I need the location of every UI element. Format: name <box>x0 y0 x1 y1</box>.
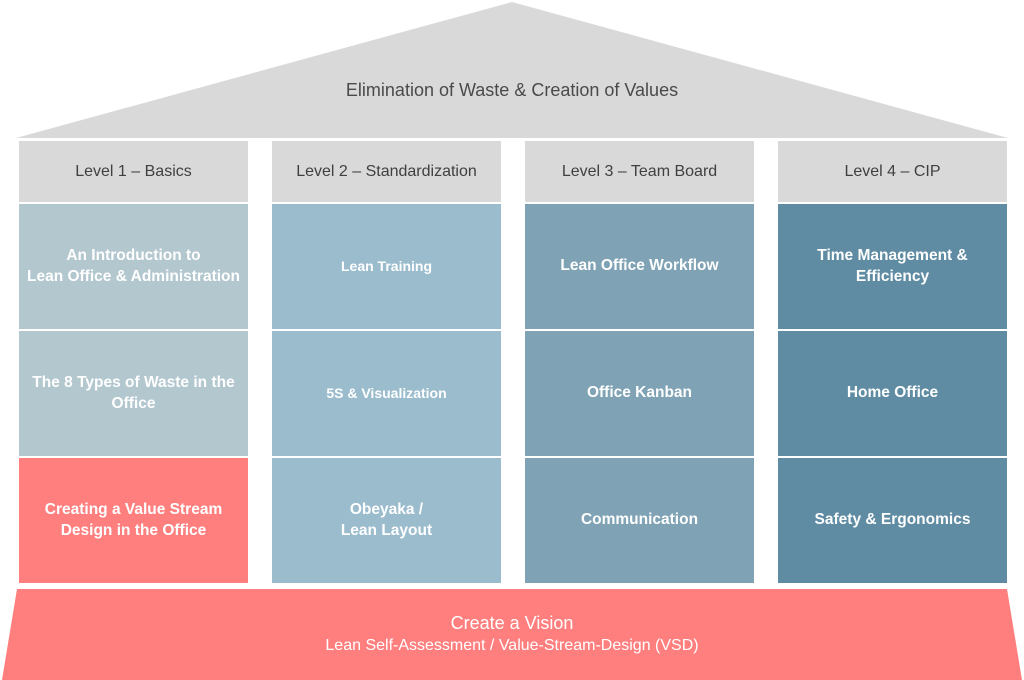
roof-shape <box>16 2 1008 138</box>
pillar-header: Level 4 – CIP <box>778 141 1007 202</box>
block-intro-lean-office: An Introduction to Lean Office & Adminis… <box>19 204 248 329</box>
roof <box>16 2 1008 138</box>
pillar-level-2: Level 2 – Standardization Lean Training … <box>272 141 501 583</box>
block-office-kanban: Office Kanban <box>525 331 754 456</box>
block-8-types-of-waste: The 8 Types of Waste in the Office <box>19 331 248 456</box>
pillar-level-4: Level 4 – CIP Time Management & Efficien… <box>778 141 1007 583</box>
foundation-title: Create a Vision <box>450 613 574 633</box>
block-time-management: Time Management & Efficiency <box>778 204 1007 329</box>
foundation-subtitle: Lean Self-Assessment / Value-Stream-Desi… <box>325 637 699 654</box>
block-lean-office-workflow: Lean Office Workflow <box>525 204 754 329</box>
roof-title: Elimination of Waste & Creation of Value… <box>345 80 679 100</box>
pillar-level-1: Level 1 – Basics An Introduction to Lean… <box>19 141 248 583</box>
pillar-header: Level 1 – Basics <box>19 141 248 202</box>
foundation-shape <box>2 589 1022 680</box>
pillar-header: Level 3 – Team Board <box>525 141 754 202</box>
block-obeyaka-lean-layout: Obeyaka / Lean Layout <box>272 458 501 583</box>
block-value-stream-design: Creating a Value Stream Design in the Of… <box>19 458 248 583</box>
block-5s-visualization: 5S & Visualization <box>272 331 501 456</box>
block-safety-ergonomics: Safety & Ergonomics <box>778 458 1007 583</box>
foundation: Create a Vision Lean Self-Assessment / V… <box>0 589 1024 680</box>
pillar-header: Level 2 – Standardization <box>272 141 501 202</box>
block-communication: Communication <box>525 458 754 583</box>
block-home-office: Home Office <box>778 331 1007 456</box>
block-lean-training: Lean Training <box>272 204 501 329</box>
pillar-level-3: Level 3 – Team Board Lean Office Workflo… <box>525 141 754 583</box>
